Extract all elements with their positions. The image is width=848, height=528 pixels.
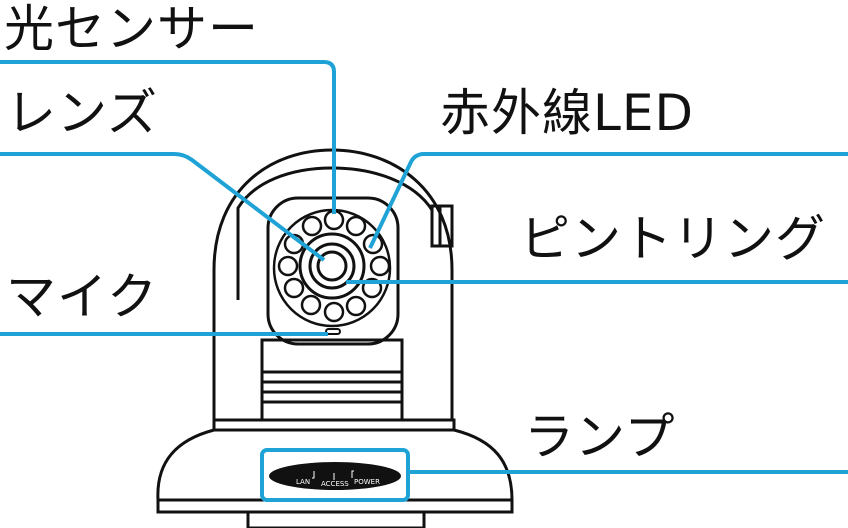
light-sensor-label: 光センサー — [4, 0, 259, 58]
microphone-hole — [325, 328, 341, 335]
ir-led-label: 赤外線LED — [440, 84, 694, 142]
indicator-lamp-panel — [260, 448, 410, 502]
leader-line-lens — [0, 152, 326, 262]
leader-line-ir-led — [368, 152, 848, 249]
power-indicator-label: POWER — [354, 478, 380, 486]
leader-lines — [0, 60, 848, 474]
lens-label: レンズ — [6, 84, 158, 142]
leader-line-light-sensor — [0, 60, 336, 214]
lan-indicator-label: LAN — [296, 478, 310, 486]
camera-head — [212, 148, 454, 422]
indicator-ticks — [312, 470, 354, 480]
microphone-label: マイク — [6, 268, 158, 326]
lens — [298, 232, 366, 300]
focus-ring-label: ピントリング — [520, 210, 826, 268]
access-indicator-label: ACCESS — [321, 480, 349, 488]
lamp-label: ランプ — [524, 408, 676, 466]
